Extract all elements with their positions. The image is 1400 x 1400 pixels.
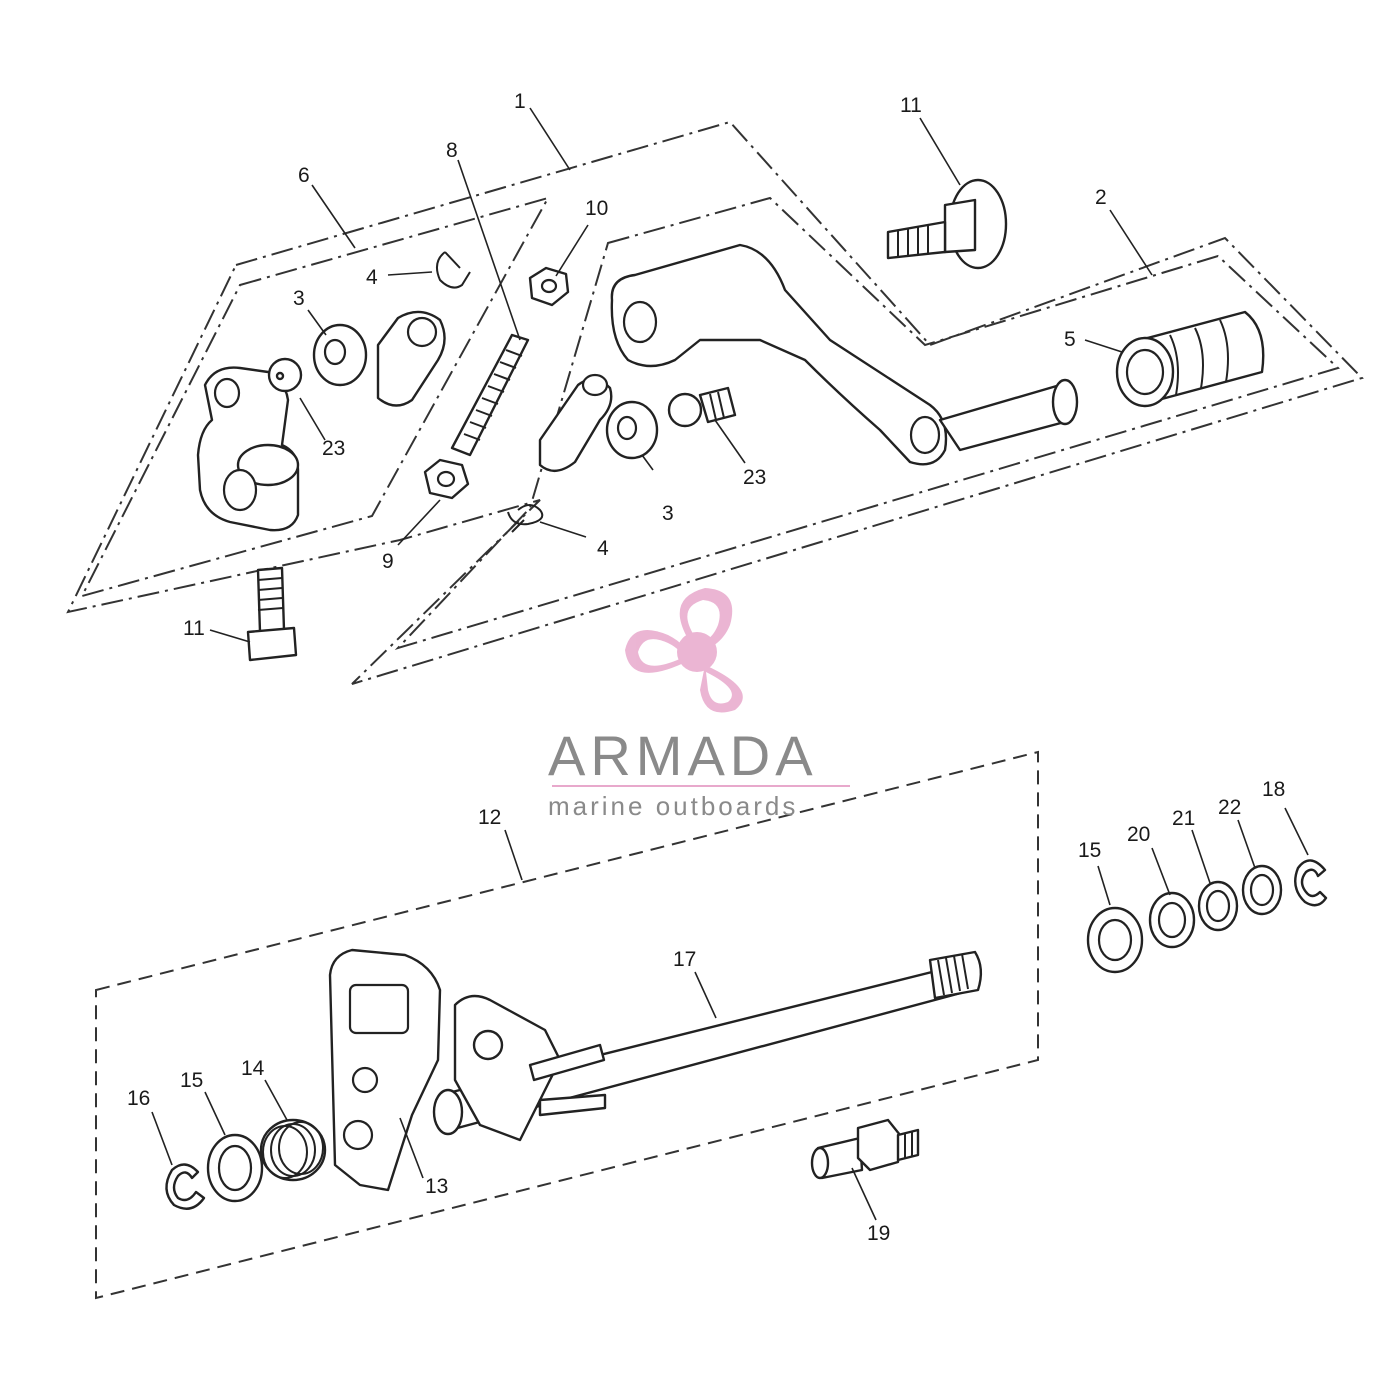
callout-18: 18 [1262, 778, 1285, 801]
callout-3-right: 3 [662, 502, 674, 525]
shift-lever-part [610, 243, 1079, 466]
callout-17: 17 [673, 948, 696, 971]
callout-13: 13 [425, 1175, 448, 1198]
ball-stud-left-part [275, 371, 285, 381]
selector-mechanism-part [453, 994, 607, 1142]
callout-3-left: 3 [293, 287, 305, 310]
callout-23-left: 23 [322, 437, 345, 460]
callout-12: 12 [478, 806, 501, 829]
ball-joint-right-part [538, 373, 613, 472]
leader-lines [151, 107, 1309, 1221]
bolt-top-part [886, 178, 1008, 270]
nut-bottom-part [423, 458, 470, 500]
brand-watermark: ARMADA marine outboards [548, 588, 850, 821]
callout-8: 8 [446, 139, 458, 162]
bushing-20-part [1148, 891, 1196, 949]
shift-shaft-part [432, 950, 983, 1136]
group-6-frame [80, 196, 551, 598]
return-spring-part [259, 1118, 327, 1182]
washer-left-part [206, 1133, 264, 1203]
footpeg-rubber-part [1115, 310, 1265, 408]
cap-screw-bottom-part [246, 566, 298, 662]
callout-9: 9 [382, 550, 394, 573]
threaded-rod-part [450, 333, 530, 457]
group-2-frame [394, 196, 1340, 651]
circlip-left-part [165, 1163, 206, 1210]
callout-15-right: 15 [1078, 839, 1101, 862]
callout-21: 21 [1172, 807, 1195, 830]
group-frames [66, 120, 1364, 1300]
callout-14: 14 [241, 1057, 265, 1080]
callout-5: 5 [1064, 328, 1076, 351]
clip-top-part [435, 251, 471, 289]
nut-top-part [528, 266, 570, 307]
callout-1: 1 [514, 90, 526, 113]
collar-left-part [312, 323, 368, 387]
callout-23-right: 23 [743, 466, 766, 489]
callout-16: 16 [127, 1087, 150, 1110]
washer-22-part [1241, 864, 1283, 916]
callout-4-bottom: 4 [597, 537, 609, 560]
callout-15-left: 15 [180, 1069, 203, 1092]
callout-20: 20 [1127, 823, 1150, 846]
shift-arm-part [196, 357, 303, 532]
callout-22: 22 [1218, 796, 1241, 819]
brand-tagline: marine outboards [548, 791, 798, 821]
group-12-frame [95, 750, 1039, 1300]
ball-stud-right-part [667, 386, 737, 428]
brand-name: ARMADA [548, 724, 818, 787]
callout-4-top: 4 [366, 266, 378, 289]
circlip-18-part [1294, 859, 1328, 907]
stopper-bolt-part [810, 1118, 920, 1180]
callout-11-top: 11 [900, 94, 922, 117]
propeller-icon [625, 588, 743, 713]
callout-labels: 1 2 3 3 4 4 5 6 8 9 10 11 11 12 13 14 15… [127, 90, 1285, 1245]
shift-plate-part [328, 948, 442, 1192]
collar-right-part [605, 400, 659, 460]
group-1-frame [66, 120, 1364, 685]
clip-bottom-part [507, 504, 544, 533]
washer-15-right-part [1086, 906, 1144, 974]
callout-10: 10 [585, 197, 608, 220]
washer-21-part [1197, 880, 1239, 932]
callout-11-bottom: 11 [183, 617, 205, 640]
callout-2: 2 [1095, 186, 1107, 209]
callout-6: 6 [298, 164, 310, 187]
callout-19: 19 [867, 1222, 890, 1245]
ball-joint-left-part [376, 310, 446, 407]
